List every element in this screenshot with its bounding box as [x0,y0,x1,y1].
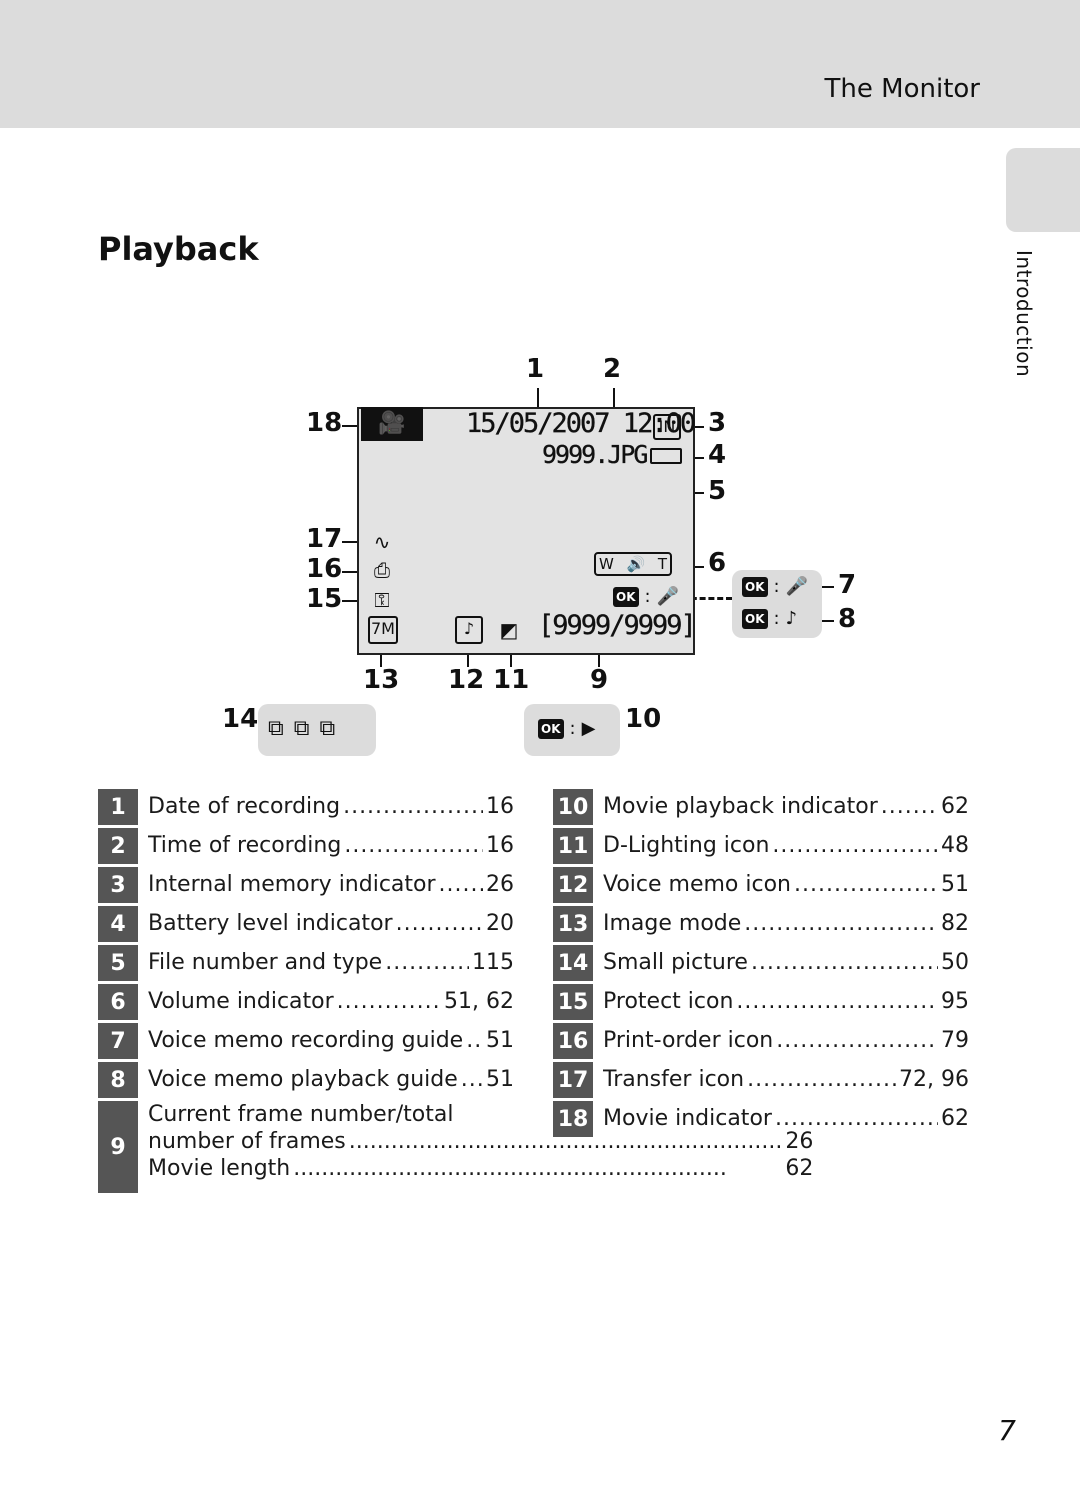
callout-18: 18 [306,408,343,438]
monitor-screen [357,407,695,655]
print-order-icon: ⎙ [374,558,390,582]
legend-row: 11D-Lighting icon.......................… [553,828,969,864]
leader-17 [342,541,364,543]
ok-button-icon: OK [613,586,639,607]
monitor-diagram: 1 2 3 4 5 6 7 8 9 10 11 12 13 14 15 16 1… [0,340,1080,780]
transfer-icon: ∿ [373,530,391,554]
leader-16 [342,571,364,573]
microphone-icon: 🎤 [785,576,808,597]
leader-1 [537,388,539,408]
small-picture-icon: ⧉ [319,716,336,741]
date-time-display: 15/05/2007 12:00 [466,408,696,439]
volume-indicator: W 🔊 T [594,552,672,576]
callout-13: 13 [363,665,400,695]
voice-memo-icon: ♪ [785,608,798,629]
leader-11 [510,645,512,667]
header-title: The Monitor [824,74,980,104]
callout-3: 3 [708,408,727,438]
callout-11: 11 [493,665,530,695]
leader-7 [816,586,834,588]
small-picture-icon: ⧉ [268,716,284,741]
leader-9 [598,645,600,667]
page-header: The Monitor [0,0,1080,128]
battery-icon [650,448,682,464]
voice-memo-guide-screen: OK : 🎤 [613,586,679,607]
callout-8: 8 [838,604,857,634]
ok-button-icon: OK [742,608,768,629]
callout-4: 4 [708,440,727,470]
voice-memo-icon: ♪ [455,616,483,644]
microphone-icon: 🎤 [656,586,679,607]
zoom-w-label: W [599,555,614,573]
frame-counter-display: [9999/9999] [538,610,697,641]
file-name-display: 9999.JPG [542,440,649,469]
leader-2 [613,388,615,408]
callout-10: 10 [625,704,662,734]
leader-dashed [682,597,732,600]
side-tab-label: Introduction [1012,250,1036,378]
legend-row: 9 Current frame number/total number of f… [98,1101,813,1193]
callout-5: 5 [708,476,727,506]
d-lighting-icon: ◩ [499,618,519,642]
leader-13 [380,645,382,667]
callout-2: 2 [603,354,622,384]
page-title: Playback [98,230,259,268]
leader-8 [816,620,834,622]
small-picture-icons: ⧉ ⧉ ⧉ [268,716,335,741]
callout-9: 9 [590,665,609,695]
callout-7: 7 [838,570,857,600]
voice-memo-recording-guide: OK : 🎤 [742,576,808,597]
page-number: 7 [998,1414,1016,1447]
image-mode-icon: 7M [368,616,398,644]
callout-15: 15 [306,584,343,614]
ok-button-icon: OK [742,576,768,597]
speaker-icon: 🔊 [626,555,646,573]
zoom-t-label: T [657,555,667,573]
callout-1: 1 [526,354,545,384]
protect-icon: ⚿ [374,588,390,612]
side-tab [1006,148,1080,232]
play-icon: ▶ [581,718,596,739]
callout-16: 16 [306,554,343,584]
callout-14: 14 [222,704,259,734]
leader-15 [342,600,364,602]
callout-17: 17 [306,524,343,554]
ok-button-icon: OK [538,718,564,739]
leader-18 [342,425,360,427]
callout-12: 12 [448,665,485,695]
memory-icon: IN [653,414,681,440]
movie-playback-indicator: OK : ▶ [538,718,595,739]
voice-memo-playback-guide: OK : ♪ [742,608,797,629]
small-picture-bubble [258,704,376,756]
small-picture-icon: ⧉ [293,716,310,741]
movie-icon: 🎥 [361,407,423,441]
callout-6: 6 [708,548,727,578]
leader-12 [467,645,469,667]
